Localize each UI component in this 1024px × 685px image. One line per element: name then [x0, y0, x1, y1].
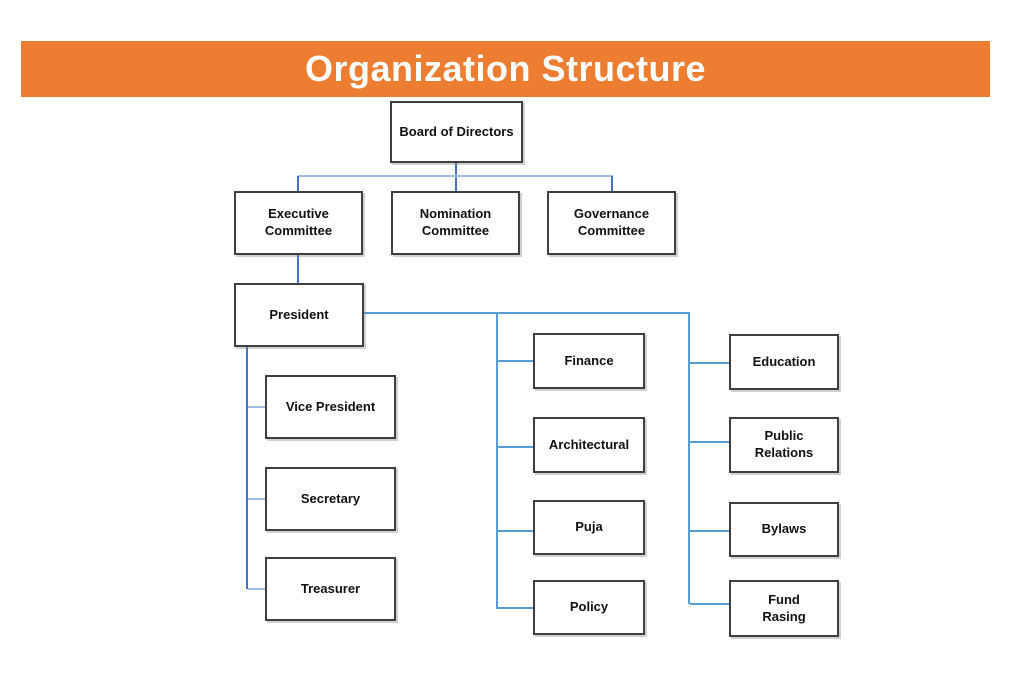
org-node-public-relations: Public Relations	[729, 417, 839, 473]
connector-architectural-stub	[498, 446, 533, 448]
org-node-architectural: Architectural	[533, 417, 645, 473]
org-node-bylaws: Bylaws	[729, 502, 839, 557]
connector-policy-stub	[498, 607, 533, 609]
org-node-president: President	[234, 283, 364, 347]
org-node-board-of-directors: Board of Directors	[390, 101, 523, 163]
connector-puja-stub	[498, 530, 533, 532]
title-banner: Organization Structure	[21, 41, 990, 97]
connector-president-left-spine	[246, 347, 248, 589]
org-node-puja: Puja	[533, 500, 645, 555]
page-title: Organization Structure	[304, 48, 707, 89]
connector-treasurer-stub	[248, 588, 265, 590]
org-node-education: Education	[729, 334, 839, 390]
org-node-vice-president: Vice President	[265, 375, 396, 439]
org-node-secretary: Secretary	[265, 467, 396, 531]
connector-vice-president-stub	[248, 406, 265, 408]
connector-president-main-horizontal	[364, 312, 690, 314]
org-node-treasurer: Treasurer	[265, 557, 396, 621]
connector-right-spine	[688, 313, 690, 604]
org-node-fund-raising: Fund Rasing	[729, 580, 839, 637]
connector-middle-spine	[496, 313, 498, 609]
org-node-executive-committee: Executive Committee	[234, 191, 363, 255]
connector-finance-stub	[498, 360, 533, 362]
org-node-nomination-committee: Nomination Committee	[391, 191, 520, 255]
org-node-policy: Policy	[533, 580, 645, 635]
connector-education-stub	[690, 362, 729, 364]
org-node-finance: Finance	[533, 333, 645, 389]
connector-board-drop	[455, 163, 457, 192]
org-node-governance-committee: Governance Committee	[547, 191, 676, 255]
connector-executive-drop	[297, 176, 299, 191]
connector-executive-president	[297, 255, 299, 283]
connector-fund-raising-stub	[690, 603, 729, 605]
connector-governance-drop	[611, 176, 613, 191]
connector-public-relations-stub	[690, 441, 729, 443]
connector-bylaws-stub	[690, 530, 729, 532]
connector-committees-horizontal	[298, 175, 613, 177]
connector-secretary-stub	[248, 498, 265, 500]
